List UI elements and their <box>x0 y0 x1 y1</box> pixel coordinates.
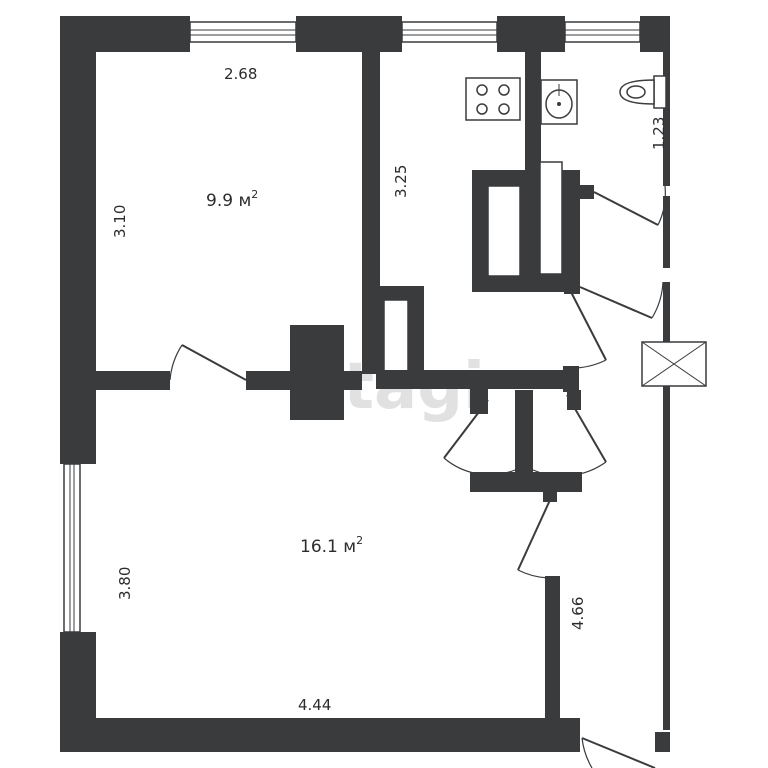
living-room-dim-side: 3.80 <box>116 567 134 600</box>
door-bathroom <box>593 185 666 226</box>
door-living-room <box>517 499 551 579</box>
window-living-room <box>63 463 81 633</box>
door-bedroom <box>169 344 247 381</box>
living-room-area-value: 16.1 м <box>300 537 356 557</box>
outer-walls <box>60 16 670 752</box>
doors <box>169 185 666 768</box>
hallway-dim-side: 4.66 <box>569 597 587 630</box>
window-bedroom <box>189 21 297 43</box>
bedroom-dim-top: 2.68 <box>224 65 257 83</box>
door-closet-left <box>443 399 516 476</box>
window-kitchen <box>401 21 498 43</box>
toilet-icon <box>619 75 667 109</box>
kitchen-dim-side: 3.25 <box>392 165 410 198</box>
windows <box>63 21 641 633</box>
living-room-area-unit-power: 2 <box>356 534 363 547</box>
door-entrance <box>581 737 656 768</box>
door-toilet <box>579 281 664 319</box>
bedroom-area: 9.9 м2 <box>206 188 258 211</box>
bedroom-area-value: 9.9 м <box>206 191 251 211</box>
ventilation-shaft-icon <box>641 341 707 387</box>
living-room-area: 16.1 м2 <box>300 534 363 557</box>
stove-icon <box>465 77 521 121</box>
window-bathroom <box>564 21 641 43</box>
bedroom-area-unit-power: 2 <box>251 188 258 201</box>
labels: 2.68 9.9 м2 3.10 3.25 1.23 16.1 м2 3.80 … <box>111 65 668 714</box>
door-closet-right <box>532 394 607 477</box>
door-kitchen <box>570 291 607 369</box>
internal-walls <box>96 52 594 726</box>
bedroom-dim-side: 3.10 <box>111 205 129 238</box>
bathroom-dim-side: 1.23 <box>650 117 668 150</box>
sink-icon <box>540 79 578 125</box>
living-room-dim-bottom: 4.44 <box>298 696 331 714</box>
